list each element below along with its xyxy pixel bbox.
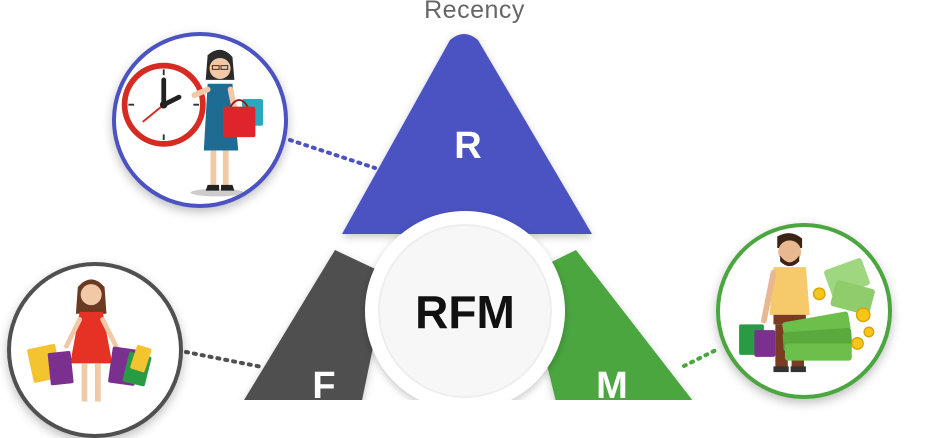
- rfm-center-label: RFM: [415, 286, 515, 338]
- recency-caption: Recency: [424, 0, 525, 24]
- connector-monetary: [682, 348, 718, 368]
- connector-frequency: [184, 350, 264, 369]
- monetary-illustration: [716, 223, 892, 399]
- rfm-diagram: Recency RFM R F M: [7, 0, 892, 438]
- frequency-illustration: [7, 262, 183, 438]
- segment-monetary: [525, 250, 693, 400]
- segment-frequency: [244, 250, 388, 400]
- shopping-bags-icon: [739, 324, 776, 357]
- recency-illustration: [112, 32, 288, 208]
- segment-letter-r: R: [454, 125, 481, 167]
- segment-letter-f: F: [312, 365, 335, 400]
- pyramid-graphic: RFM R F M: [184, 34, 718, 400]
- shopping-bags-icon: [27, 343, 152, 387]
- segment-recency: [342, 34, 592, 234]
- coin-icon: [812, 287, 875, 350]
- woman-figure-icon: [63, 279, 119, 402]
- clock-icon: [121, 62, 206, 147]
- segment-letter-m: M: [596, 365, 628, 400]
- connector-recency: [288, 138, 377, 170]
- money-stack-icon: [782, 258, 875, 361]
- shopping-bag-icon: [222, 99, 263, 138]
